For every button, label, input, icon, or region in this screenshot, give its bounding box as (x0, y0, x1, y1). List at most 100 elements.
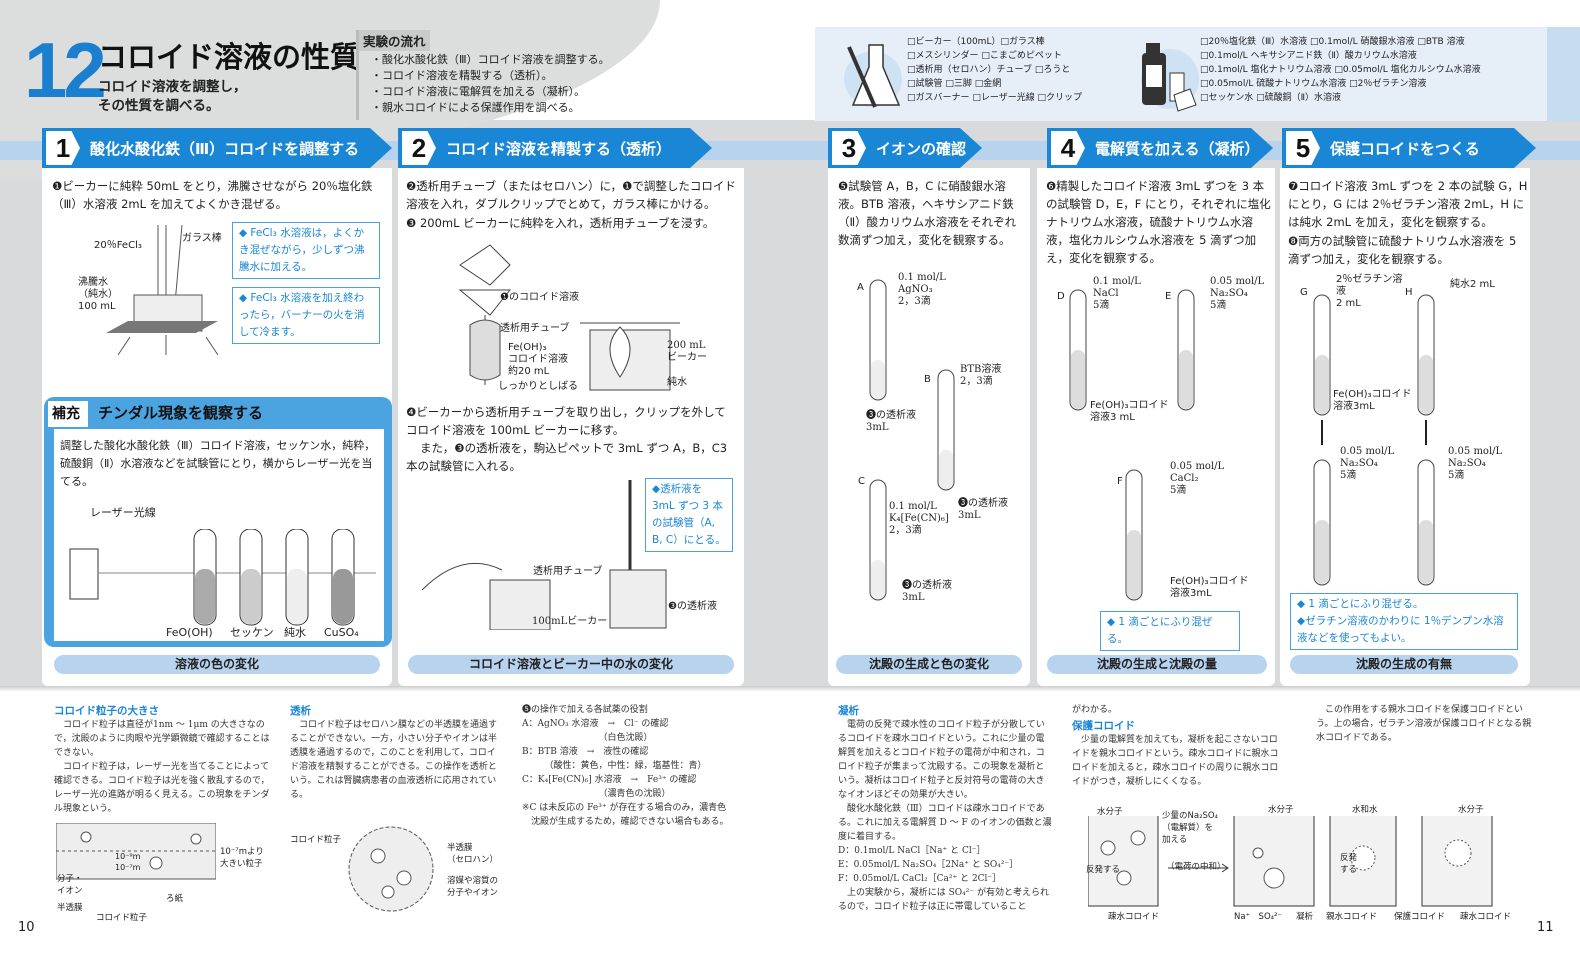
flow-item: ・酸化水酸化鉄（Ⅲ）コロイド溶液を調整する。 (371, 53, 610, 66)
label-add-electrolyte: 少量のNa₂SO₄ （電解質）を 加える (1162, 811, 1218, 845)
tube-b-reagent: BTB溶液 2，3滴 (960, 364, 1002, 387)
panel-3 (828, 168, 1030, 686)
tube-c-reagent: 0.1 mol/L K₄[Fe(CN)₆] 2，3滴 (889, 501, 949, 536)
tube-g-reagent: 2％ゼラチン溶液 2 mL (1336, 274, 1403, 309)
reagent-item: □0.05mol/L 硫酸ナトリウム水溶液 □2％ゼラチン溶液 (1200, 79, 1427, 89)
test-tubes-def (1069, 289, 1195, 601)
label-large-particle: 10⁻⁷mより 大きい粒子 (220, 847, 264, 869)
equipment-item: □透析用（セロハン）チューブ □ろうと (907, 65, 1071, 75)
tyndall-text: 調整した酸化水酸化鉄（Ⅲ）コロイド溶液，セッケン水，純粋，硫酸銅（Ⅱ）水溶液など… (60, 439, 376, 488)
text-colloid-size: コロイド粒子は直径が1nm ～ 1μm の大きさなので，沈殿のように肉眼や光学顕… (54, 720, 270, 814)
step-6: ❻精製したコロイド溶液 3mL ずつを 3 本の試験管 D，E，F にとり，それ… (1046, 179, 1271, 265)
label-dialysis-tube: 透析用チューブ (500, 323, 570, 334)
label-fecl3: 20％FeCl₃ (94, 240, 142, 251)
tube-b-dialysate: ❸の透析液 3mL (958, 498, 1008, 521)
caption-3: 沈殿の生成と色の変化 (836, 655, 1022, 674)
test-tubes-gh (1313, 294, 1435, 586)
label-water-1: 水分子 (1097, 807, 1123, 817)
label-filter-paper: ろ紙 (166, 894, 184, 904)
heading-colloid-size: コロイド粒子の大きさ (54, 705, 159, 717)
label-colloid-particle-2: コロイド粒子 (290, 835, 342, 845)
heading-dialysis: 透析 (290, 705, 311, 717)
tube-g-sulfate: 0.05 mol/L Na₂SO₄ 5滴 (1340, 446, 1395, 481)
tube-h-sulfate: 0.05 mol/L Na₂SO₄ 5滴 (1448, 446, 1503, 481)
label-semipermeable: 半透膜 (57, 903, 83, 913)
label-1e-9: 10⁻⁹m (115, 852, 141, 861)
divider (0, 686, 1580, 692)
text-continued: がわかる。 (1072, 705, 1118, 715)
section-title: コロイド溶液を精製する（透析） (446, 139, 672, 158)
page-subtitle: コロイド溶液を調整し， その性質を調べる。 (98, 79, 247, 114)
tube-c-dialysate: ❸の透析液 3mL (902, 580, 952, 603)
flow-item: ・コロイド溶液を精製する（透析）。 (371, 69, 553, 82)
reagent-item: □20％塩化鉄（Ⅲ）水溶液 □0.1mol/L 硝酸銀水溶液 □BTB 溶液 (1200, 37, 1465, 47)
test-tubes-abc (869, 279, 955, 601)
flow-item: ・コロイド溶液に電解質を加える（凝析）。 (371, 85, 586, 98)
equipment-item: □メスシリンダー □こまごめピペット (907, 51, 1062, 61)
label-feoh-colloid: Fe(OH)₃ コロイド溶液 約20 mL (508, 342, 568, 377)
tube-h-reagent: 純水2 mL (1450, 279, 1495, 290)
caption-5: 沈殿の生成の有無 (1290, 655, 1518, 674)
reagent-item: □0.1mol/L 塩化ナトリウム溶液 □0.05mol/L 塩化カルシウム水溶… (1200, 65, 1481, 75)
tube-d-letter: D (1057, 291, 1065, 302)
label-water-2: 水分子 (1268, 805, 1294, 815)
tyndall-box: 補充 チンダル現象を観察する 調整した酸化水酸化鉄（Ⅲ）コロイド溶液，セッケン水… (44, 397, 392, 647)
section-title: イオンの確認 (876, 139, 967, 158)
label-glass-rod: ガラス棒 (182, 233, 222, 244)
transfer-illustration (421, 480, 667, 630)
note-dialysate: ◆透析液を 3mL ずつ 3 本の試験管（A, B, C）にとる。 (645, 478, 733, 552)
text-hydrophilic: 少量の電解質を加えても，凝析を起こさないコロイドを親水コロイドという。疎水コロイ… (1072, 735, 1279, 787)
label-pure-water: 純水 (667, 377, 687, 388)
step-5: ❺試験管 A，B，C に硝酸銀水溶液。BTB 溶液，ヘキサシアニド鉄（Ⅱ）酸カリ… (838, 179, 1017, 247)
label-1e-7: 10⁻⁷m (115, 863, 141, 872)
section-title: 電解質を加える（凝析） (1095, 139, 1260, 158)
tube-de-colloid: Fe(OH)₃コロイド 溶液3 mL (1090, 400, 1169, 423)
dialysis-illustration (458, 244, 680, 391)
label-colloid-particle: コロイド粒子 (96, 913, 148, 923)
caption-4: 沈殿の生成と沈殿の量 (1047, 655, 1267, 674)
label-hydrophobic: 疎水コロイド (1108, 912, 1160, 922)
label-coag: 凝析 (1296, 912, 1314, 922)
tube-b-letter: B (924, 374, 931, 385)
reagent-item: □セッケン水 □硫酸銅（Ⅱ）水溶液 (1200, 93, 1342, 103)
tube-f-reagent: 0.05 mol/L CaCl₂ 5滴 (1170, 461, 1225, 496)
equipment-item: □ビーカー（100mL）□ガラス棒 (907, 37, 1045, 47)
tyndall-title: チンダル現象を観察する (98, 404, 264, 422)
panel-2 (398, 168, 744, 686)
section-3-header: 3 イオンの確認 (828, 128, 982, 168)
heading-protective-colloid: 保護コロイド (1072, 720, 1135, 732)
step-4: ❹ビーカーから透析用チューブを取り出し，クリップを外してコロイド溶液を 100m… (406, 405, 726, 437)
label-small-molecules: 溶媒や溶質の 分子やイオン (447, 876, 499, 898)
step-2: ❷透析用チューブ（またはセロハン）に，❶で調整したコロイド溶液を入れ，ダブルクリ… (406, 179, 736, 211)
tube-label: CuSO₄ (324, 626, 359, 639)
label-membrane: 半透膜 （セロハン） (447, 843, 499, 865)
label-dialysate: ❸の透析液 (668, 601, 717, 612)
step-3: ❸ 200mL ビーカーに純粋を入れ，透析用チューブを浸す。 (406, 216, 715, 230)
note-mix-4: ◆ 1 滴ごとにふり混ぜる。 (1100, 611, 1240, 651)
section-number: 3 (832, 131, 866, 165)
text-dialysis: コロイド粒子はセロハン膜などの半透膜を通過することができない。一方，小さい分子や… (290, 720, 498, 800)
label-tie: しっかりとしばる (498, 381, 578, 392)
text-coagulation: 電荷の反発で疎水性のコロイド粒子が分散しているコロイドを疎水コロイドという。これ… (838, 720, 1052, 912)
page-number-left: 10 (18, 920, 35, 935)
flow-item: ・親水コロイドによる保護作用を調べる。 (371, 101, 580, 114)
section-title: 酸化水酸化鉄（Ⅲ）コロイドを調整する (90, 139, 360, 158)
tube-label: セッケン (230, 626, 274, 639)
label-laser: レーザー光線 (90, 506, 156, 519)
reagent-item: □0.1mol/L ヘキサシアニド鉄（Ⅱ）酸カリウム水溶液 (1200, 51, 1417, 61)
tube-gh-colloid: Fe(OH)₃コロイド 溶液3mL (1333, 389, 1412, 412)
label-hydration: 水和水 (1352, 805, 1378, 815)
text-protective: この作用をする親水コロイドを保護コロイドという。上の場合，ゼラチン溶液が保護コロ… (1316, 705, 1532, 743)
label-hydrophobic-2: 疎水コロイド (1460, 912, 1512, 922)
laser-tubes-illustration (69, 529, 376, 626)
label-dialysis-tube-2: 透析用チューブ (533, 566, 603, 577)
page-number-right: 11 (1537, 920, 1554, 935)
tube-f-colloid: Fe(OH)₃コロイド 溶液3mL (1170, 576, 1249, 599)
label-molecule-ion: 分子・ イオン (57, 874, 83, 896)
materials-edge (1547, 27, 1580, 121)
label-protective: 保護コロイド (1394, 912, 1446, 922)
label-ions: Na⁺ SO₄²⁻ (1234, 912, 1282, 922)
